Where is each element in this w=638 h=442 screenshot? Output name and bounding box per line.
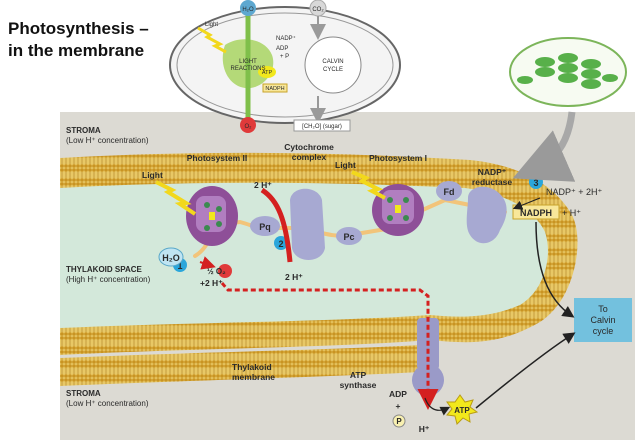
stroma-bottom-sub: (Low H⁺ concentration) <box>66 399 149 408</box>
atp-to-calvin-arrow <box>475 332 576 409</box>
inset-sugar: [CH₂O] (sugar) <box>302 124 342 130</box>
adp-to-atp-arrow <box>424 397 451 416</box>
light-bolt-psi <box>351 170 386 200</box>
inset-nadp: NADP⁺ <box>276 35 296 42</box>
step-1-text: 1 <box>177 261 182 271</box>
half-o2-label: ½ O₂ <box>207 267 226 276</box>
plastocyanin <box>336 227 362 245</box>
plus-two-h-label: +2 H⁺ <box>200 278 223 288</box>
photosystem-i-label: Photosystem I <box>369 153 427 163</box>
inset-adp: ADP <box>276 46 288 52</box>
pq-label: Pq <box>259 222 271 232</box>
nadp-equation: NADP⁺ + 2H⁺ <box>546 187 603 197</box>
inset-o2: O₂ <box>245 124 253 130</box>
zoom-arrow <box>512 111 576 182</box>
nadph-to-calvin-arrow <box>535 221 575 318</box>
inset-nadph: NADPH <box>265 86 284 92</box>
oxygen-bubble <box>218 264 232 278</box>
cytochrome-label-line2: complex <box>292 152 327 162</box>
thylakoid-membrane-line2: membrane <box>232 372 275 382</box>
chloroplast-organelle <box>509 37 627 107</box>
plastoquinone <box>250 216 280 236</box>
thylakoid-space-label: THYLAKOID SPACE <box>66 265 143 274</box>
thylakoid-membrane-lower <box>60 345 420 386</box>
two-h-mid-label: 2 H⁺ <box>285 272 303 282</box>
step-2-text: 2 <box>278 239 283 249</box>
thylakoid-membrane-line1: Thylakoid <box>232 362 272 372</box>
step-3-text: 3 <box>533 178 538 188</box>
inset-light-reactions-line2: REACTIONS <box>230 66 265 72</box>
nadph-label: NADPH <box>520 208 552 218</box>
inset-h2o: H₂O <box>242 7 254 13</box>
photosystem-i <box>372 184 424 236</box>
h-plus-label: H⁺ <box>419 424 430 434</box>
light-label-2: Light <box>335 160 356 170</box>
nadph-box <box>512 204 560 220</box>
cytochrome-complex <box>290 188 325 260</box>
chloroplast-inset <box>169 0 401 133</box>
water-label: H₂O <box>162 253 180 263</box>
phosphate-circle <box>392 414 406 428</box>
atp-synthase-line1: ATP <box>350 370 367 380</box>
light-bolt-psii <box>155 180 197 216</box>
calvin-cycle-box <box>574 298 632 342</box>
pc-label: Pc <box>343 232 354 242</box>
inset-atp: ATP <box>262 70 273 76</box>
plus-h-label: + H⁺ <box>562 208 581 218</box>
to-calvin-line1: To <box>598 304 608 314</box>
nadp-reductase <box>466 186 507 244</box>
photosystem-ii-label: Photosystem II <box>187 153 247 163</box>
adp-label: ADP <box>389 389 407 399</box>
step-2-badge <box>274 236 288 250</box>
proton-flow-dashed <box>220 282 439 410</box>
nadp-reductase-line1: NADP⁺ <box>478 167 507 177</box>
light-label-1: Light <box>142 170 163 180</box>
thylakoid-space-sub: (High H⁺ concentration) <box>66 275 151 284</box>
two-h-top-label: 2 H⁺ <box>254 180 272 190</box>
atp-star <box>446 394 479 425</box>
nadp-reductase-line2: reductase <box>472 177 512 187</box>
atp-label: ATP <box>454 406 470 415</box>
phosphate-label: P <box>396 417 402 426</box>
stroma-top-label: STROMA <box>66 126 101 135</box>
inset-calvin-line1: CALVIN <box>322 59 343 65</box>
cytochrome-label-line1: Cytochrome <box>284 142 334 152</box>
photosystem-ii <box>186 186 238 246</box>
nadp-arrow <box>512 197 541 210</box>
inset-co2: CO₂ <box>312 7 324 13</box>
inset-light: Light <box>205 22 218 28</box>
inset-calvin-line2: CYCLE <box>323 67 343 73</box>
proton-arrow-cytochrome <box>260 187 293 263</box>
slide-title: Photosynthesis – in the membrane <box>8 19 149 60</box>
inset-pi: + P <box>280 54 289 60</box>
stroma-top-sub: (Low H⁺ concentration) <box>66 136 149 145</box>
to-calvin-line2: Calvin <box>590 315 615 325</box>
proton-arrow-water <box>199 256 216 270</box>
stroma-bottom-label: STROMA <box>66 389 101 398</box>
ferredoxin <box>436 181 462 201</box>
water-bubble <box>158 247 184 267</box>
to-calvin-line3: cycle <box>593 326 614 336</box>
atp-synthase-line2: synthase <box>340 380 377 390</box>
inset-light-reactions-line1: LIGHT <box>239 59 257 65</box>
plus-label: + <box>396 401 401 411</box>
fd-label: Fd <box>444 187 455 197</box>
